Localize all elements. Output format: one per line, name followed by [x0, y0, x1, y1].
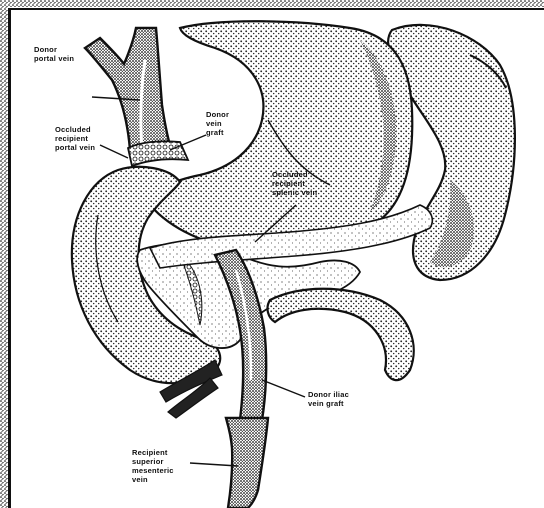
label-recipient-superior-mesenteric-vein: Recipient superior mesenteric vein: [132, 448, 174, 484]
label-occluded-recipient-splenic-vein: Occluded recipient splenic vein: [272, 170, 317, 197]
label-donor-portal-vein: Donor portal vein: [34, 45, 74, 63]
label-donor-vein-graft: Donor vein graft: [206, 110, 229, 137]
label-occluded-recipient-portal-vein: Occluded recipient portal vein: [55, 125, 95, 152]
label-donor-iliac-vein-graft: Donor iliac vein graft: [308, 390, 349, 408]
